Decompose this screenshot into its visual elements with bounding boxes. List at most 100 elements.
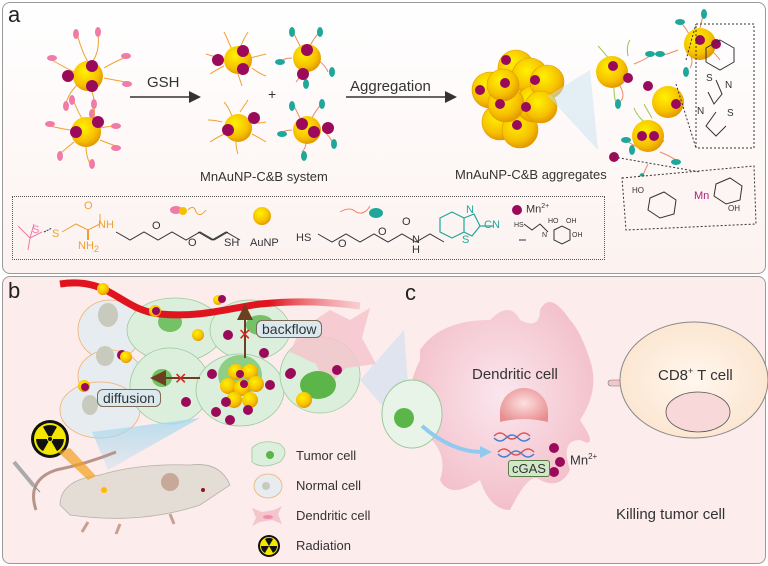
t-cell-sup: + (688, 366, 694, 376)
diffusion-label: diffusion (97, 389, 161, 407)
chem1-s2: S (52, 228, 60, 240)
cd8-t-cell (619, 321, 768, 439)
mn-legend-text: Mn (526, 203, 542, 216)
aggregates-caption: MnAuNP-C&B aggregates (455, 167, 607, 182)
legend-normal-cell-label: Normal cell (296, 478, 362, 493)
normal-nucleus (96, 346, 114, 366)
c-nanoparticle (207, 99, 267, 155)
legend-normal-cell-icon (253, 473, 283, 499)
inset-ho: HO (632, 186, 644, 195)
chem2-o2: O (378, 226, 387, 238)
precursor-nanoparticle (45, 95, 121, 169)
blood-vessel (59, 279, 361, 319)
c-nanoparticle (205, 31, 267, 87)
chem1-nh2: NH2 (78, 240, 99, 254)
auNP-legend-icon (253, 207, 271, 225)
chem1-nh: NH (98, 219, 114, 231)
zoom-cone (548, 70, 598, 150)
normal-nucleus (98, 303, 118, 327)
legend-tumor-cell-label: Tumor cell (296, 448, 357, 463)
t-cell-nucleus (665, 391, 731, 433)
chem2-hs: HS (296, 232, 312, 244)
chem1-o3: O (188, 237, 197, 249)
chem1-o: O (84, 200, 93, 212)
peg-cbt-structure (317, 205, 494, 243)
t-cell-label: CD8+ T cell (658, 366, 733, 384)
chem3-n: N (542, 232, 548, 239)
zoom-beam (92, 418, 200, 470)
chem1-o2: O (152, 220, 161, 232)
chem1-nh2-sub: 2 (93, 244, 99, 255)
cgas-label: cGAS (508, 460, 550, 477)
normal-nucleus (82, 395, 98, 415)
legend-tumor-cell-icon (251, 441, 286, 467)
chem1-sh: SH (224, 237, 240, 249)
tumor-nucleus-c (394, 408, 414, 428)
chem2-n: N (412, 234, 420, 246)
chem2-o1: O (338, 238, 347, 250)
t-cell-suffix: T cell (693, 367, 733, 384)
dendritic-nucleus (500, 388, 548, 422)
chem3-oh1: OH (566, 218, 577, 225)
inset-n2: N (697, 106, 705, 117)
killing-tumor-cell-label: Killing tumor cell (616, 506, 726, 523)
cysteine-peg-structure (17, 206, 241, 251)
inset-mn: Mn (694, 190, 710, 202)
dendritic-cell-label: Dendritic cell (472, 366, 558, 383)
backflow-label: backflow (256, 320, 323, 338)
aggregation-label: Aggregation (350, 78, 431, 95)
chem3-ho: HO (548, 218, 559, 225)
mn-text-c: Mn (570, 452, 589, 468)
chem2-s: S (462, 234, 470, 246)
auNP-label: AuNP (250, 237, 279, 249)
dna-strands (493, 432, 535, 458)
legend-radiation-label: Radiation (296, 538, 351, 553)
mn-complex-inset (613, 156, 757, 231)
nanoparticle (97, 283, 109, 295)
crosslinked-network (595, 9, 721, 183)
b-nanoparticle (277, 99, 337, 161)
panel-a-label: a (8, 2, 21, 27)
chem2-h: H (412, 244, 420, 256)
dna-transfer-arrow (420, 424, 483, 454)
panel-b-label: b (8, 278, 21, 303)
system-caption: MnAuNP-C&B system (200, 169, 328, 184)
mn-ions-c (549, 443, 565, 477)
syringe-icon (12, 460, 41, 493)
mn-sup-c: 2+ (588, 452, 598, 461)
mouse-illustration (32, 450, 231, 535)
chem2-cn: CN (484, 219, 500, 231)
inset-s1: S (706, 73, 713, 84)
benzothiazole-inset (675, 23, 755, 149)
inset-n1: N (725, 80, 733, 91)
legend-dendritic-cell-label: Dendritic cell (296, 508, 371, 523)
mn-legend-icon (512, 205, 522, 215)
mn-legend-label: Mn2+ (526, 203, 549, 216)
tissue (59, 297, 376, 439)
legend-dendritic-cell-icon (252, 506, 282, 526)
inset-oh: OH (728, 204, 740, 213)
chem3-oh2: OH (572, 232, 583, 239)
radiation-beam (58, 448, 96, 480)
legend-radiation-icon (258, 535, 280, 557)
chem3-hs: HS (514, 222, 524, 229)
mn-ions (117, 330, 342, 425)
plus-sign: + (268, 86, 277, 102)
gsh-label: GSH (147, 74, 180, 91)
chem2-o3: O (402, 216, 411, 228)
precursor-nanoparticle (47, 27, 132, 119)
panel-c-label: c (405, 280, 416, 305)
mn-legend-sup: 2+ (541, 203, 550, 210)
tumor-nucleus (300, 371, 336, 399)
nanoparticle-aggregate (471, 49, 565, 149)
radiation-icon (31, 420, 69, 458)
blocked-x-icon: ✕ (174, 371, 187, 388)
chem1-nh2-text: NH (78, 240, 94, 252)
mn-label-c: Mn2+ (570, 452, 597, 467)
structure-legend-box (12, 196, 605, 260)
blocked-x-icon: ✕ (238, 327, 251, 344)
catechol-ligand-structure (519, 223, 571, 245)
